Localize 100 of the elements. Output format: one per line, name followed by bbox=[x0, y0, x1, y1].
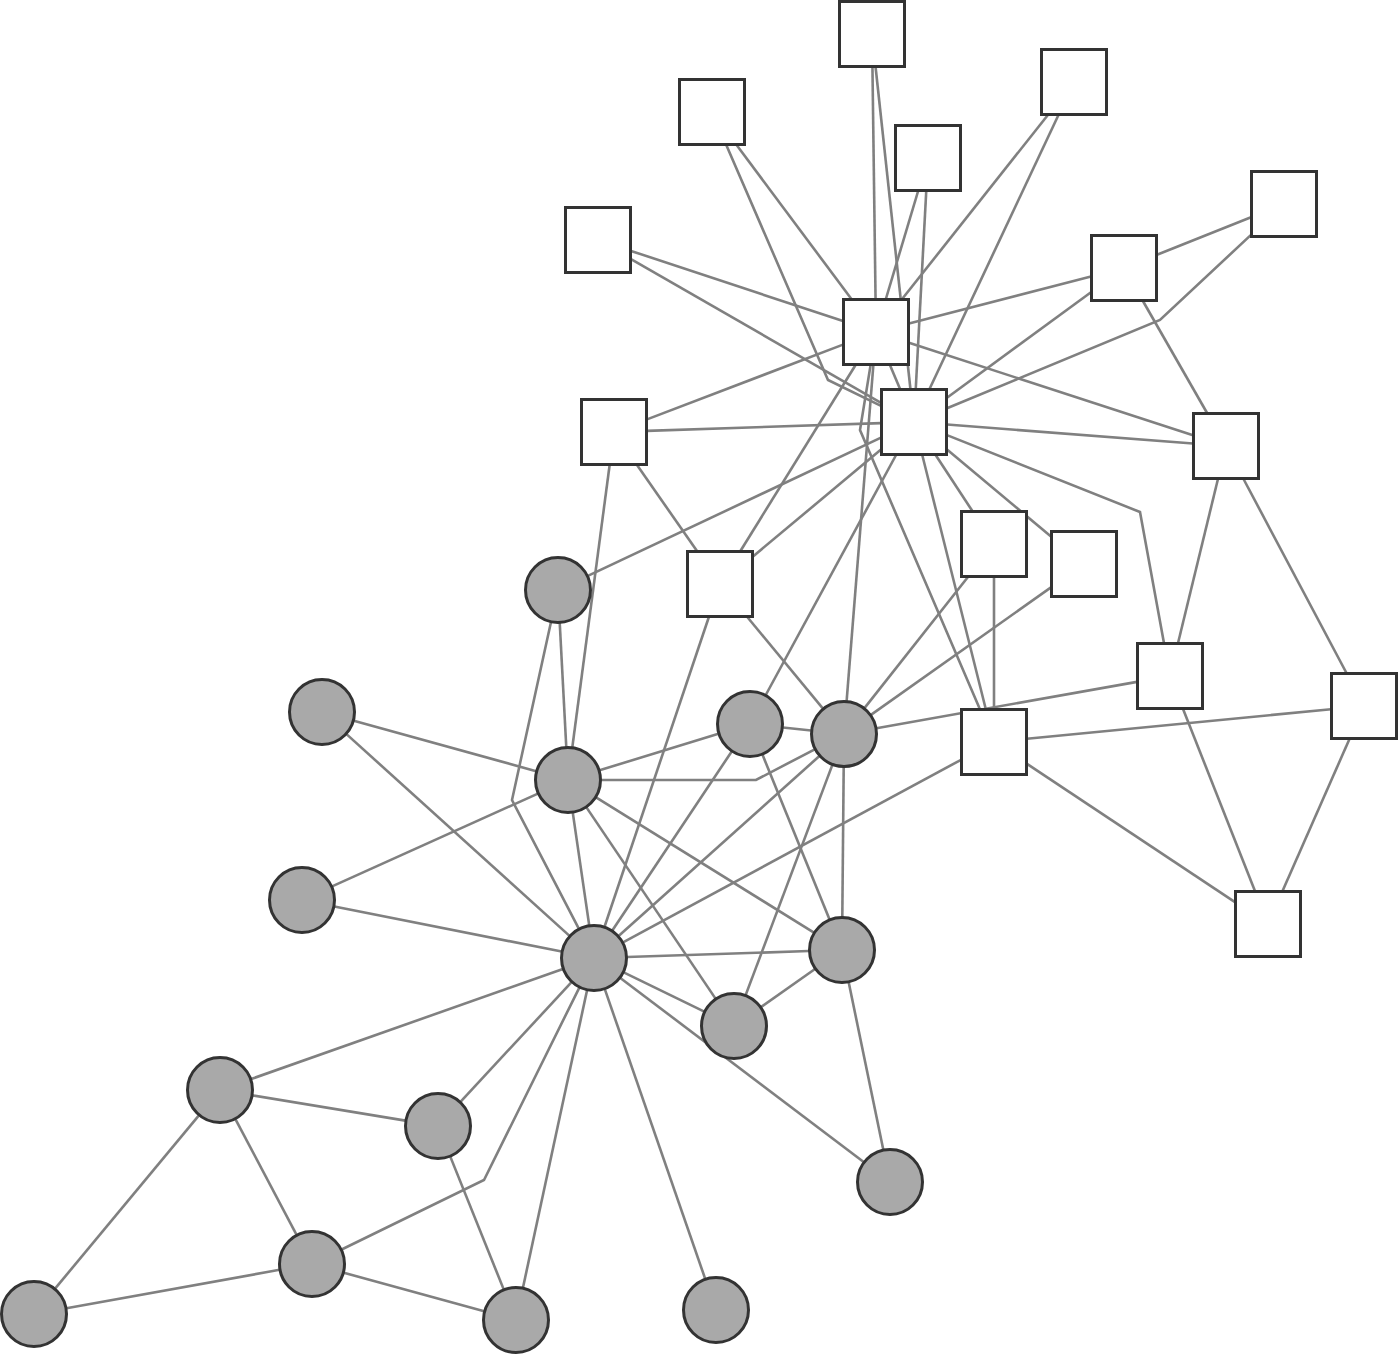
connector-line bbox=[992, 577, 996, 709]
connector-line bbox=[908, 275, 1092, 325]
circle-node bbox=[808, 916, 876, 984]
connector-line bbox=[845, 364, 875, 702]
connector-line bbox=[622, 758, 962, 944]
square-node bbox=[880, 388, 948, 456]
connector-line bbox=[934, 454, 974, 512]
connector-line bbox=[630, 257, 882, 405]
connector-line bbox=[626, 949, 810, 959]
connector-line bbox=[735, 144, 853, 300]
connector-line bbox=[343, 1271, 485, 1313]
circle-node bbox=[404, 1092, 472, 1160]
connector-line bbox=[345, 733, 571, 937]
connector-line bbox=[646, 421, 882, 433]
connector-line bbox=[921, 454, 987, 710]
connector-line bbox=[252, 1094, 406, 1122]
connector-line bbox=[914, 190, 928, 390]
connector-line bbox=[764, 454, 898, 696]
connector-line bbox=[1141, 300, 1209, 414]
circle-node bbox=[560, 924, 628, 992]
connector-line bbox=[603, 988, 707, 1280]
connector-line bbox=[870, 586, 1052, 716]
connector-line bbox=[884, 190, 920, 300]
connector-line bbox=[585, 806, 717, 1000]
square-node bbox=[960, 510, 1028, 578]
connector-line bbox=[782, 726, 812, 732]
connector-line bbox=[611, 750, 733, 932]
connector-line bbox=[558, 622, 568, 748]
connector-line bbox=[888, 364, 902, 390]
circle-node bbox=[700, 992, 768, 1060]
connector-line bbox=[739, 364, 857, 552]
connector-line bbox=[908, 341, 1194, 437]
connector-line bbox=[646, 343, 844, 421]
connector-line bbox=[946, 233, 1252, 410]
square-node bbox=[1234, 890, 1302, 958]
connector-line bbox=[623, 971, 705, 1013]
connector-line bbox=[66, 1268, 280, 1310]
circle-node bbox=[288, 678, 356, 746]
connector-line bbox=[1156, 216, 1252, 256]
square-node bbox=[894, 124, 962, 192]
square-node bbox=[686, 550, 754, 618]
connector-line bbox=[871, 67, 877, 299]
circle-node bbox=[856, 1148, 924, 1216]
connector-line bbox=[1181, 708, 1257, 892]
square-node bbox=[838, 0, 906, 68]
connector-line bbox=[635, 464, 699, 552]
connector-line bbox=[841, 767, 845, 917]
connector-line bbox=[234, 1118, 298, 1236]
square-node bbox=[1192, 412, 1260, 480]
connector-line bbox=[250, 967, 564, 1081]
circle-node bbox=[0, 1280, 68, 1348]
connector-line bbox=[876, 680, 1138, 730]
square-node bbox=[564, 206, 632, 274]
circle-node bbox=[534, 746, 602, 814]
connector-line bbox=[521, 990, 589, 1288]
square-node bbox=[1136, 642, 1204, 710]
connector-line bbox=[863, 576, 969, 709]
connector-line bbox=[946, 448, 1052, 538]
circle-node bbox=[682, 1276, 750, 1344]
circle-node bbox=[268, 866, 336, 934]
connector-line bbox=[752, 448, 882, 558]
connector-line bbox=[725, 144, 882, 408]
connector-line bbox=[1176, 478, 1220, 644]
square-node bbox=[1090, 234, 1158, 302]
square-node bbox=[1330, 672, 1398, 740]
connector-line bbox=[601, 748, 816, 782]
connector-line bbox=[901, 114, 1049, 300]
connector-line bbox=[630, 249, 844, 323]
circle-node bbox=[278, 1230, 346, 1298]
connector-line bbox=[746, 616, 824, 710]
connector-line bbox=[761, 754, 831, 920]
connector-line bbox=[928, 114, 1060, 390]
connector-line bbox=[946, 433, 1166, 644]
connector-line bbox=[1281, 738, 1351, 892]
connector-line bbox=[599, 732, 719, 772]
connector-line bbox=[459, 981, 573, 1103]
square-node bbox=[842, 298, 910, 366]
connector-line bbox=[603, 616, 711, 928]
connector-line bbox=[331, 792, 539, 888]
connector-line bbox=[619, 976, 865, 1164]
square-node bbox=[580, 398, 648, 466]
connector-line bbox=[449, 1156, 505, 1290]
connector-line bbox=[617, 755, 821, 937]
circle-node bbox=[482, 1286, 550, 1354]
connector-line bbox=[946, 423, 1194, 445]
square-node bbox=[678, 78, 746, 146]
connector-line bbox=[595, 796, 815, 934]
connector-line bbox=[353, 719, 537, 773]
circle-node bbox=[810, 700, 878, 768]
circle-node bbox=[186, 1056, 254, 1124]
connector-line bbox=[744, 764, 834, 996]
connector-line bbox=[587, 436, 882, 578]
connector-line bbox=[858, 364, 982, 710]
connector-line bbox=[571, 812, 591, 926]
circle-node bbox=[524, 556, 592, 624]
square-node bbox=[1050, 530, 1118, 598]
square-node bbox=[1250, 170, 1318, 238]
connector-line bbox=[334, 905, 562, 953]
circle-node bbox=[716, 690, 784, 758]
connector-line bbox=[847, 982, 885, 1150]
